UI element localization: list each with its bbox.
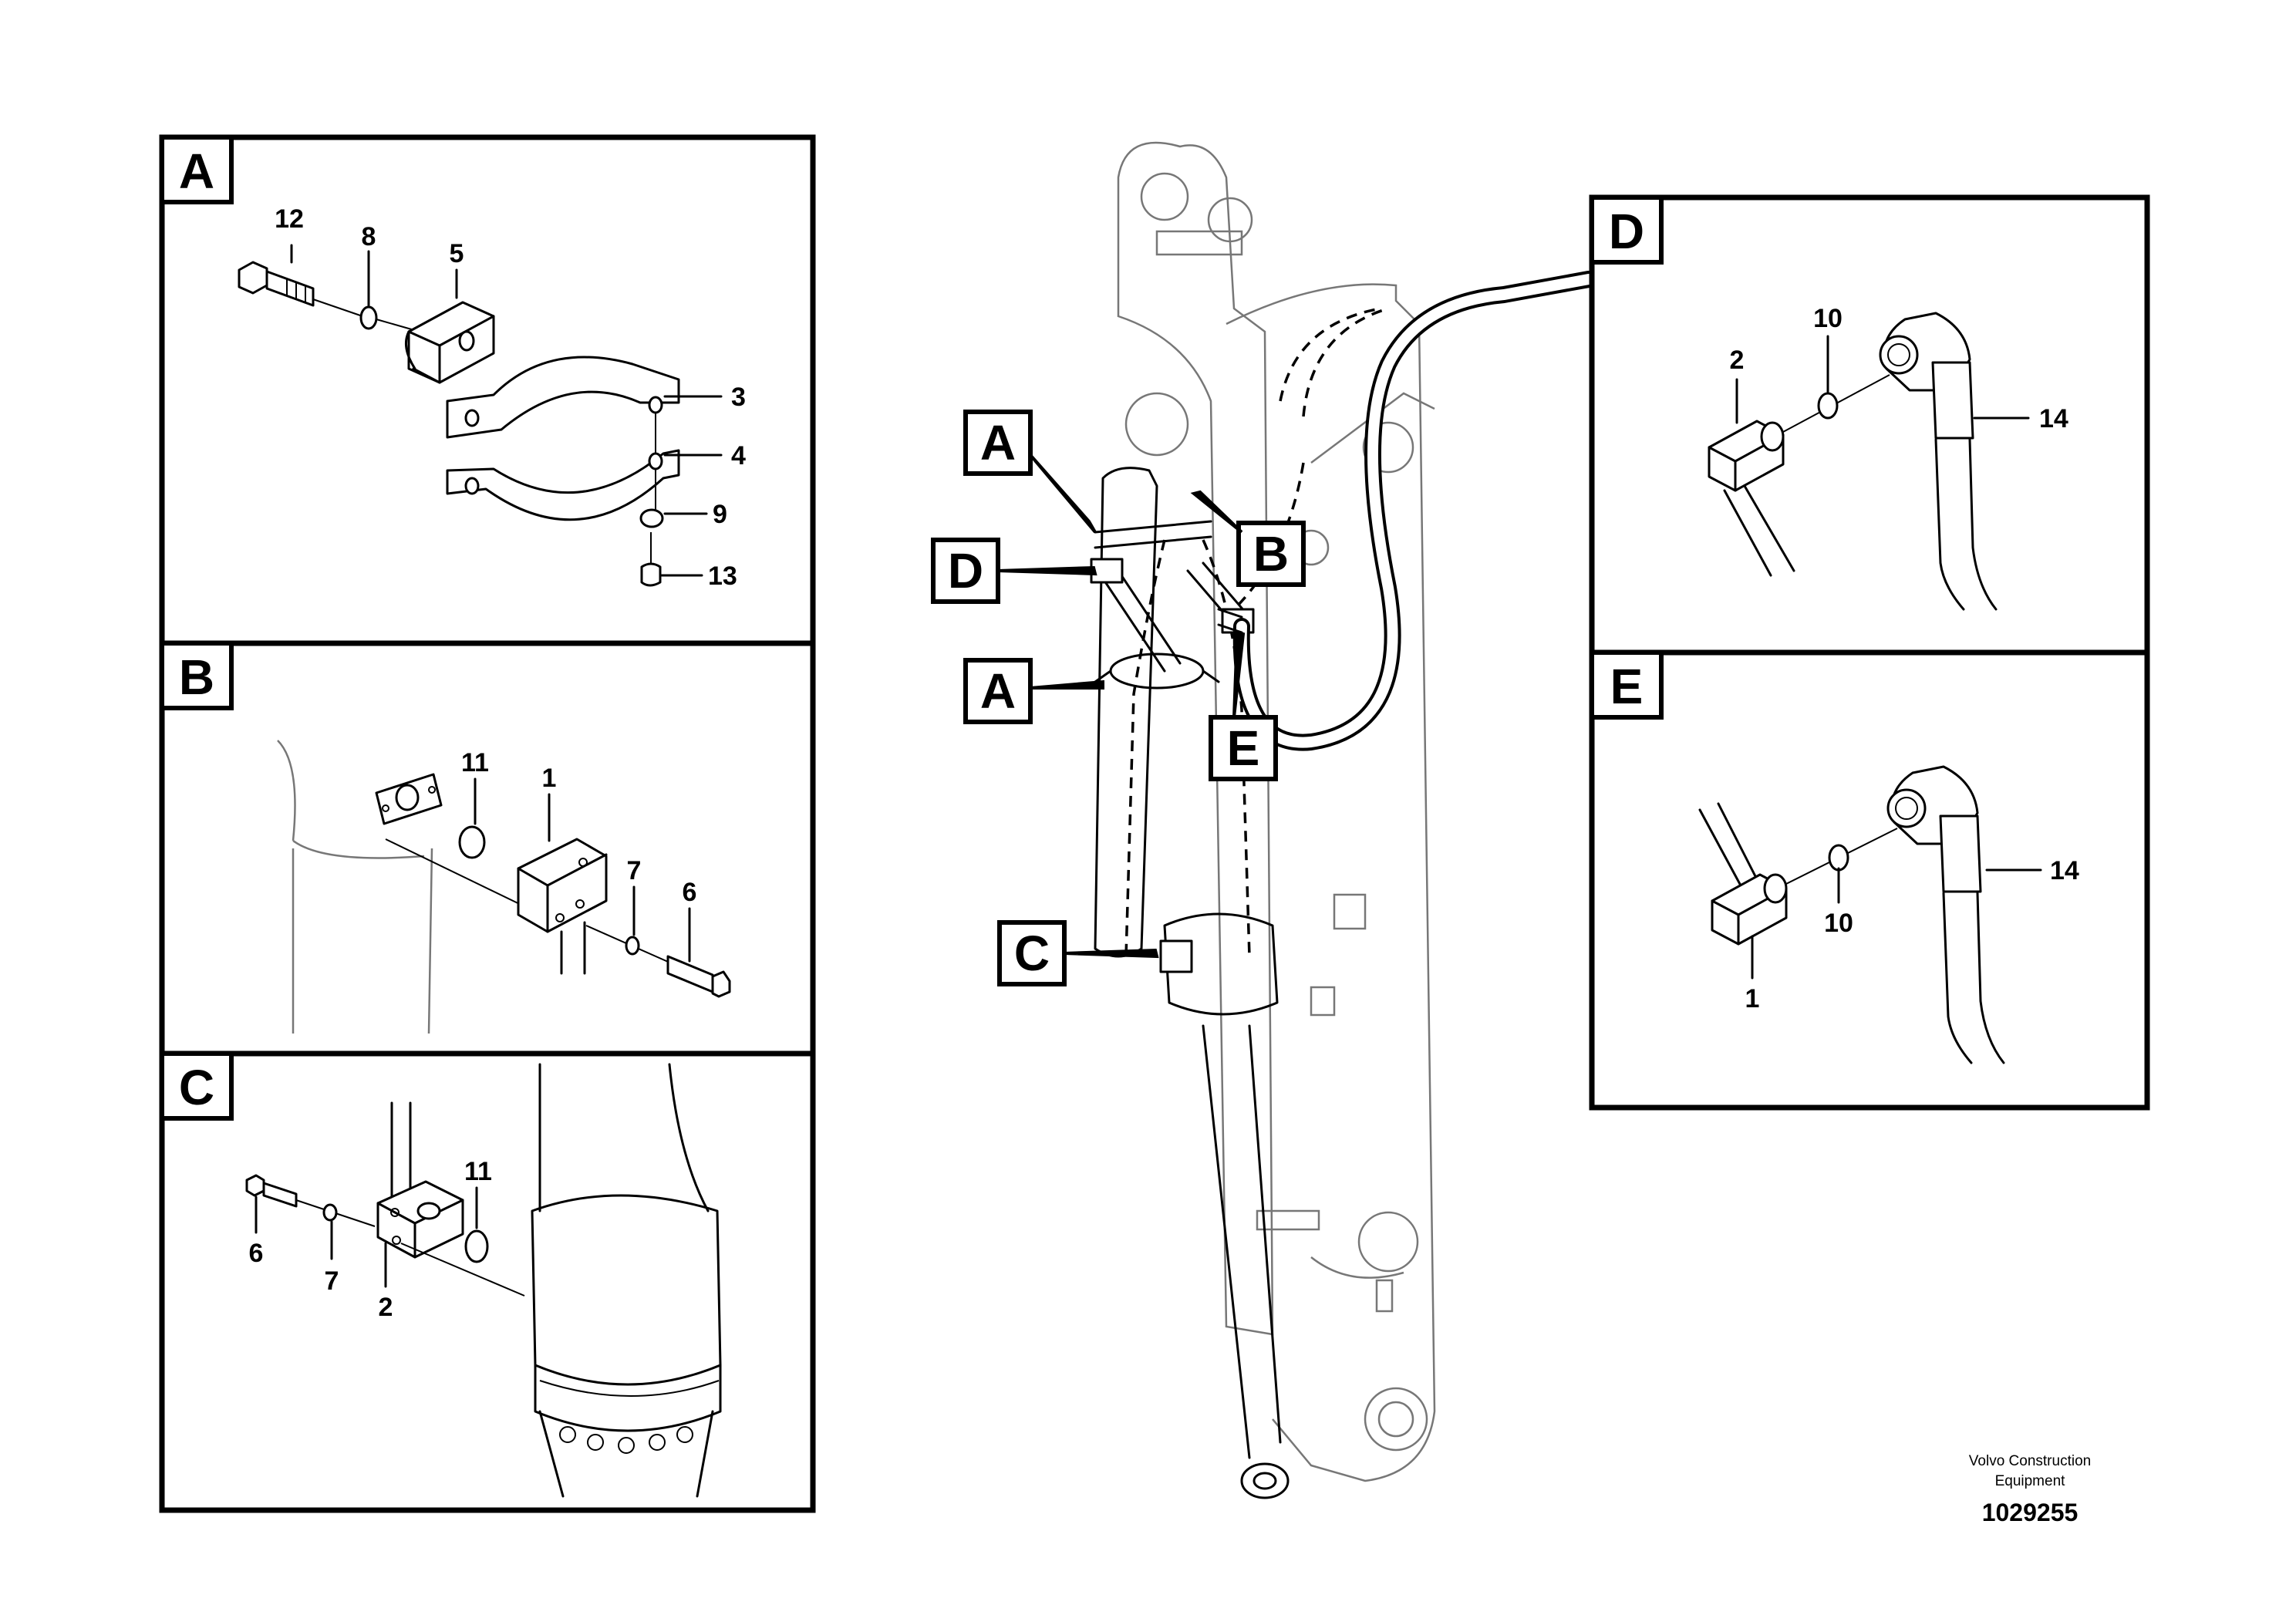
label-1: 1 <box>542 764 557 793</box>
panel-c-tag: C <box>179 1060 214 1115</box>
cylinder-body-illustration <box>531 1063 722 1498</box>
clamp-block-illustration <box>404 301 495 384</box>
document-number: 1029255 <box>1982 1499 2079 1526</box>
label-e-1: 1 <box>1745 984 1760 1013</box>
label-3: 3 <box>731 383 746 412</box>
boom-arm-illustration <box>1090 141 1597 1499</box>
callout-e: E <box>1209 630 1278 781</box>
nut-illustration <box>640 562 662 587</box>
detail-panel-e: E 14 10 1 <box>1589 649 2150 1111</box>
svg-text:D: D <box>948 543 983 599</box>
label-d-2: 2 <box>1730 346 1745 375</box>
svg-text:C: C <box>1014 926 1050 981</box>
cylinder-outline <box>277 740 433 1034</box>
label-6: 6 <box>683 878 697 907</box>
panel-d-tag: D <box>1609 204 1644 259</box>
elbow-fitting-illustration <box>1708 420 1795 577</box>
svg-text:A: A <box>980 415 1016 470</box>
bolt-6-illustration <box>666 955 731 998</box>
label-4: 4 <box>731 441 746 470</box>
label-c-6: 6 <box>249 1239 264 1268</box>
hose-illustration <box>390 1101 412 1205</box>
label-5: 5 <box>450 239 464 268</box>
o-ring-d-illustration <box>1817 392 1839 420</box>
label-e-14: 14 <box>2050 856 2079 885</box>
label-c-2: 2 <box>379 1293 393 1322</box>
label-11: 11 <box>461 748 489 777</box>
label-d-14: 14 <box>2039 404 2068 433</box>
block-fitting-illustration <box>517 838 608 975</box>
washer-c-illustration <box>322 1203 338 1222</box>
panel-a-tag: A <box>179 143 214 199</box>
detail-panel-b: B <box>159 640 816 1057</box>
label-7: 7 <box>627 856 642 885</box>
label-9: 9 <box>713 500 727 529</box>
company-name-line2: Equipment <box>1995 1473 2066 1489</box>
flange-block-illustration <box>376 1180 464 1259</box>
hose-fitting-illustration <box>1879 312 1998 611</box>
callout-a-top: A <box>963 410 1097 534</box>
washer-illustration <box>359 305 378 330</box>
callout-a-bottom: A <box>963 658 1104 724</box>
elbow-fitting-e-illustration <box>1698 802 1788 946</box>
flange-illustration <box>375 773 443 825</box>
hose-fitting-e-illustration <box>1886 765 2005 1064</box>
label-c-11: 11 <box>464 1157 492 1186</box>
callout-d: D <box>931 538 1097 604</box>
detail-panel-a: A <box>159 134 816 646</box>
washer-9-illustration <box>639 508 664 528</box>
svg-text:A: A <box>980 663 1016 719</box>
o-ring-illustration <box>458 825 486 859</box>
callout-b: B <box>1190 490 1306 587</box>
detail-panel-d: D 10 2 14 <box>1589 194 2150 656</box>
callout-c: C <box>997 920 1159 986</box>
label-c-7: 7 <box>325 1266 339 1296</box>
svg-text:E: E <box>1227 720 1260 776</box>
footer: Volvo Construction Equipment 1029255 <box>1969 1453 2091 1526</box>
panel-b-tag: B <box>179 649 214 705</box>
washer-7-illustration <box>625 936 640 956</box>
detail-panel-c: C <box>159 1050 816 1513</box>
clamp-halves-illustration <box>446 356 680 521</box>
panel-e-tag: E <box>1610 659 1644 714</box>
label-8: 8 <box>362 222 376 251</box>
o-ring-c-illustration <box>464 1229 489 1263</box>
label-e-10: 10 <box>1824 909 1853 938</box>
bolt-illustration <box>238 261 363 317</box>
label-d-10: 10 <box>1813 304 1843 333</box>
label-13: 13 <box>708 561 737 591</box>
o-ring-e-illustration <box>1828 844 1849 872</box>
svg-text:B: B <box>1253 526 1289 582</box>
company-name-line1: Volvo Construction <box>1969 1453 2091 1469</box>
label-12: 12 <box>275 204 304 234</box>
